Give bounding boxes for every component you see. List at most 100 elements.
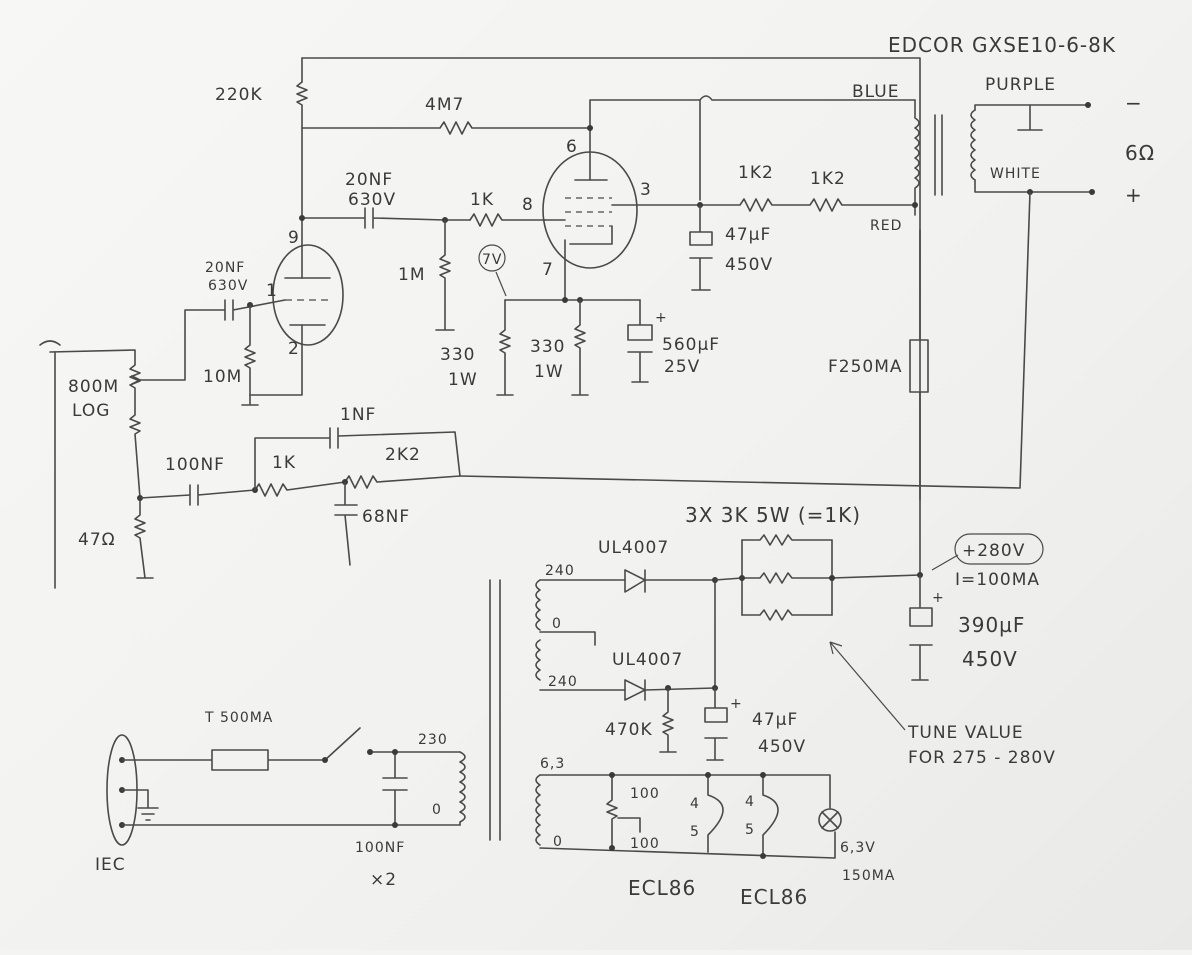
input-jack	[39, 340, 141, 589]
label-1w-b: 1W	[534, 362, 564, 382]
label-1k-fb: 1K	[272, 453, 296, 473]
label-ul4007-a: UL4007	[598, 538, 669, 558]
label-pin7: 7	[542, 260, 554, 280]
label-100-b: 100	[630, 836, 660, 852]
label-1nf: 1NF	[340, 405, 376, 425]
label-hp5-a: 5	[690, 824, 700, 840]
cap-68nf	[334, 481, 358, 566]
label-pin1: 1	[266, 281, 278, 301]
label-1m: 1M	[398, 265, 425, 285]
cap-560uf	[627, 299, 653, 383]
label-68nf: 68NF	[362, 507, 410, 527]
label-800m: 800M	[68, 377, 119, 397]
iec-inlet	[106, 734, 159, 846]
cap-20nf-coupling	[301, 207, 471, 229]
label-20nf-a: 20NF	[345, 170, 393, 190]
label-blue: BLUE	[852, 82, 899, 102]
voltage-callout-7v	[478, 244, 507, 297]
resistor-330-b	[571, 299, 589, 396]
label-ul4007-b: UL4007	[612, 650, 683, 670]
resistor-3x3k	[714, 534, 921, 621]
label-390uf: 390µF	[958, 613, 1025, 637]
label-tune-2: FOR 275 - 280V	[908, 748, 1056, 768]
resistor-47ohm	[134, 497, 154, 579]
wire-heater-bottom	[539, 831, 836, 859]
label-plus-390: +	[932, 590, 945, 606]
triode-tube	[249, 244, 344, 396]
label-450v-psu: 450V	[758, 737, 806, 757]
label-pin3: 3	[640, 180, 652, 200]
voltage-callout-280v	[931, 533, 1044, 571]
label-x2: ×2	[370, 870, 397, 890]
label-transformer: EDCOR GXSE10-6-8K	[888, 33, 1116, 57]
label-3x3k: 3X 3K 5W (=1K)	[685, 503, 861, 527]
label-0-mains: 0	[432, 802, 442, 818]
label-0-ht: 0	[552, 616, 562, 632]
label-lamp-v: 6,3V	[840, 840, 876, 856]
label-20nf-b: 20NF	[205, 260, 245, 276]
label-hp5-b: 5	[745, 822, 755, 838]
diode-ul4007-b	[624, 679, 716, 701]
label-1k2-a: 1K2	[738, 163, 774, 183]
label-f250ma: F250MA	[828, 357, 903, 377]
heater-secondary-coil	[535, 774, 541, 846]
label-pin6: 6	[566, 137, 578, 157]
resistor-100-pair	[606, 774, 641, 849]
resistor-1k-grid	[469, 213, 546, 227]
label-lamp-ma: 150MA	[842, 868, 895, 884]
label-0-heat: 0	[553, 834, 563, 850]
label-pin8: 8	[522, 195, 534, 215]
cap-1nf	[254, 427, 461, 491]
label-ecl86-a: ECL86	[628, 876, 696, 900]
label-pin9: 9	[288, 228, 300, 248]
pilot-lamp	[818, 808, 842, 832]
label-330-b: 330	[530, 337, 565, 357]
resistor-1k2-pair	[699, 198, 916, 212]
label-7v: 7V	[482, 252, 502, 268]
label-100nf-x: 100NF	[355, 840, 405, 856]
label-25v: 25V	[664, 357, 700, 377]
label-280v: +280V	[962, 541, 1025, 561]
label-450v-390: 450V	[962, 647, 1018, 671]
label-1k2-b: 1K2	[810, 169, 846, 189]
wire-heater-top	[539, 774, 831, 809]
top-rail	[301, 57, 921, 501]
arrow-tune-value	[829, 641, 906, 731]
cap-47uf-psu	[704, 687, 728, 761]
heater-ecl86-a	[707, 774, 724, 853]
resistor-1m	[435, 219, 455, 331]
label-450v-top: 450V	[725, 255, 773, 275]
pentode-tube	[542, 127, 701, 301]
label-100-a: 100	[630, 786, 660, 802]
label-1k-grid: 1K	[470, 190, 494, 210]
label-1w-a: 1W	[448, 370, 478, 390]
label-4m7: 4M7	[425, 95, 464, 115]
resistor-10m	[241, 304, 259, 406]
label-240-b: 240	[548, 674, 578, 690]
label-6v3: 6,3	[540, 756, 565, 772]
label-630v-b: 630V	[208, 278, 248, 294]
label-2k2: 2K2	[385, 445, 421, 465]
wire-speaker-feedback	[459, 191, 1031, 489]
resistor-330-a	[496, 299, 514, 396]
label-iec: IEC	[95, 855, 126, 875]
label-ecl86-b: ECL86	[740, 885, 808, 909]
label-plus: +	[1125, 183, 1143, 207]
mains-primary-coil	[459, 751, 466, 826]
label-560uf: 560µF	[662, 335, 720, 355]
resistor-470k	[659, 687, 677, 753]
label-plus-560: +	[655, 310, 668, 326]
label-230: 230	[418, 732, 448, 748]
fuse-250ma	[909, 229, 929, 576]
label-plus-47psu: +	[730, 696, 743, 712]
label-pin2: 2	[288, 339, 300, 359]
output-transformer	[914, 99, 1095, 216]
cap-100nf-x2	[382, 751, 408, 826]
resistor-1k-feedback	[254, 475, 461, 497]
cap-47uf-screen	[689, 204, 713, 291]
resistor-220k	[296, 81, 308, 246]
wire-mains-live	[121, 727, 461, 771]
label-log: LOG	[72, 401, 110, 421]
